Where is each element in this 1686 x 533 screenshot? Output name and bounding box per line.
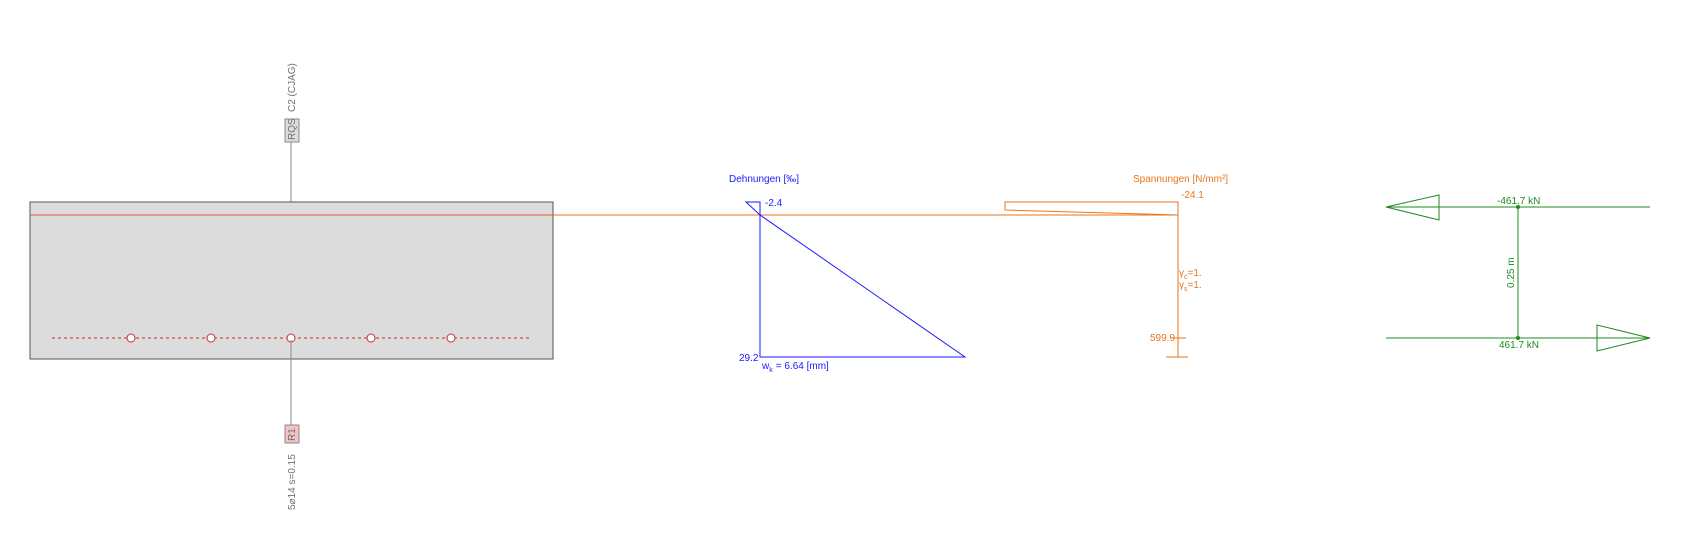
- tension-arrow: [1596, 324, 1651, 352]
- strain-bottom-value: 29.2: [739, 353, 759, 364]
- tag-rqs-label: RQS: [287, 118, 298, 140]
- strain-top-value: -2.4: [765, 198, 783, 209]
- tension-force-label: 461.7 kN: [1499, 340, 1539, 351]
- stress-title: Spannungen [N/mm²]: [1133, 174, 1228, 185]
- strain-compression-triangle: [744, 201, 761, 217]
- strain-title: Dehnungen [‰]: [729, 174, 799, 185]
- reinforcement-bar[interactable]: [366, 333, 376, 343]
- stress-steel-value: 599.9: [1150, 333, 1175, 344]
- gamma-c-symbol: γ: [1179, 268, 1184, 279]
- gamma-c-label: γc=1.: [1179, 268, 1202, 281]
- lever-arm-top-dot: [1516, 205, 1520, 209]
- crack-width-value: = 6.64 [mm]: [776, 361, 829, 372]
- reinforcement-bar[interactable]: [126, 333, 136, 343]
- concrete-section[interactable]: [29, 201, 554, 360]
- compression-arrow: [1385, 194, 1440, 221]
- gamma-c-subscript: c: [1184, 274, 1188, 281]
- strain-tension-triangle: [759, 214, 967, 358]
- reinforcement-label: 5⌀14 s=0.15: [287, 454, 298, 510]
- material-label: C2 (CJAG): [287, 63, 298, 112]
- reinforcement-bars: [126, 333, 456, 343]
- gamma-s-label: γs=1.: [1179, 280, 1202, 293]
- gamma-c-value: =1.: [1188, 268, 1202, 279]
- gamma-s-subscript: s: [1184, 286, 1188, 293]
- compression-force-label: -461.7 kN: [1497, 196, 1540, 207]
- gamma-s-value: =1.: [1188, 280, 1202, 291]
- stress-compression-block: [1004, 201, 1179, 216]
- gamma-s-symbol: γ: [1179, 280, 1184, 291]
- tag-r1-box[interactable]: [284, 424, 300, 444]
- stress-top-value: -24.1: [1181, 190, 1204, 201]
- cross-section: RQS C2 (CJAG) R1 5⌀14 s=0.15: [29, 63, 554, 510]
- internal-forces: -461.7 kN 0.25 m 461.7 kN: [1385, 194, 1651, 352]
- stress-diagram: Spannungen [N/mm²] -24.1 599.9 γc=1. γs=…: [1004, 174, 1228, 358]
- crack-width-label: wk= 6.64 [mm]: [761, 361, 829, 374]
- reinforcement-bar[interactable]: [446, 333, 456, 343]
- tag-r1-label: R1: [287, 428, 298, 441]
- crack-width-symbol: w: [761, 361, 770, 372]
- tag-rqs-box[interactable]: [284, 118, 300, 143]
- crack-width-subscript: k: [769, 367, 773, 374]
- lever-arm-label: 0.25 m: [1506, 257, 1517, 288]
- reinforcement-bar[interactable]: [206, 333, 216, 343]
- strain-diagram: Dehnungen [‰] -2.4 29.2 wk= 6.64 [mm]: [729, 174, 967, 374]
